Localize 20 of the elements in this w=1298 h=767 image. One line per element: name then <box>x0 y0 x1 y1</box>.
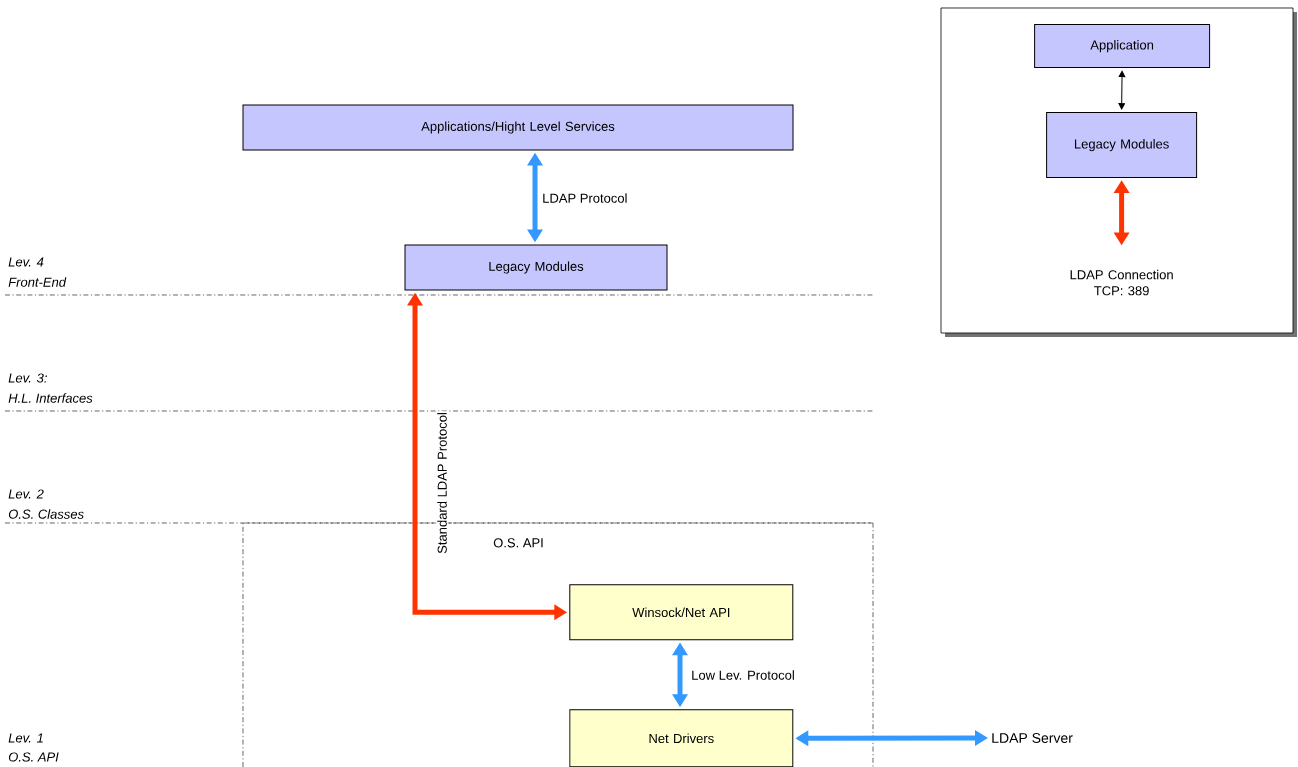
endpoint-label: LDAP Connection TCP: 389 <box>1070 269 1173 296</box>
process-box: Applications/Hight Level Services <box>242 104 794 151</box>
level-label: O.S. Classes <box>8 509 84 519</box>
arrow <box>1118 70 1126 110</box>
endpoint-label: LDAP Server <box>992 733 1073 743</box>
process-box: Application <box>1034 24 1211 69</box>
edge-label: Standard LDAP Protocol <box>436 411 448 555</box>
edge-label: Low Lev. Protocol <box>690 669 796 681</box>
level-label: Front-End <box>8 277 67 287</box>
process-box: Net Drivers <box>569 709 794 767</box>
level-label: Lev. 1 <box>8 733 43 743</box>
edge-label: LDAP Protocol <box>541 192 629 204</box>
level-label: H.L. Interfaces <box>8 393 93 403</box>
level-label: O.S. API <box>8 752 59 762</box>
level-label: Lev. 4 <box>8 257 44 267</box>
level-label: Lev. 3: <box>8 373 47 383</box>
process-box: Legacy Modules <box>404 244 668 291</box>
process-box: Legacy Modules <box>1046 112 1198 179</box>
process-box: Winsock/Net API <box>569 584 794 641</box>
level-label: Lev. 2 <box>8 489 44 499</box>
